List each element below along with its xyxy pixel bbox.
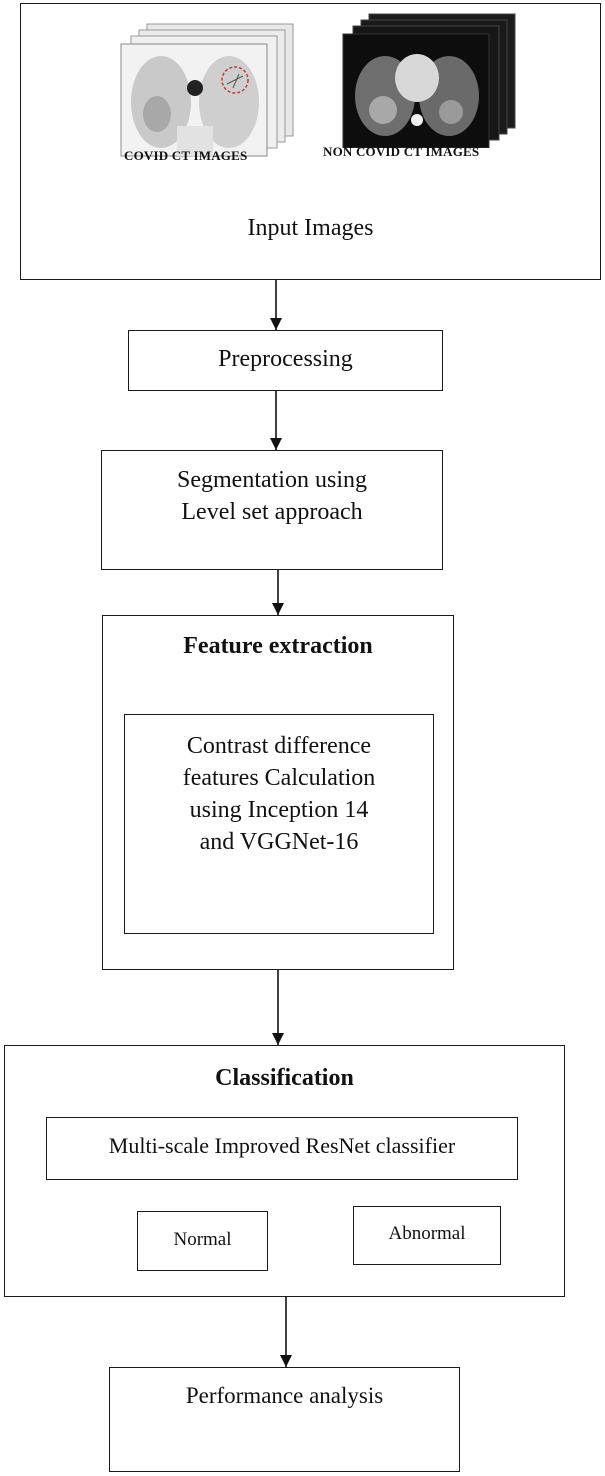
feature-extraction-title: Feature extraction (183, 633, 373, 659)
segmentation-box: Segmentation using Level set approach (101, 450, 443, 570)
contrast-features-box: Contrast difference features Calculation… (124, 714, 434, 934)
classification-title: Classification (215, 1065, 354, 1091)
abnormal-output-box: Abnormal (353, 1206, 501, 1265)
performance-analysis-box: Performance analysis (109, 1367, 460, 1472)
classification-box: Classification Multi-scale Improved ResN… (4, 1045, 565, 1297)
contrast-line-4: and VGGNet-16 (199, 829, 359, 855)
normal-label: Normal (173, 1229, 232, 1250)
feature-extraction-box: Feature extraction Contrast difference f… (102, 615, 454, 970)
covid-ct-label: COVID CT IMAGES (124, 148, 248, 163)
contrast-line-1: Contrast difference (186, 733, 372, 759)
segmentation-line-1: Segmentation using (177, 467, 367, 493)
covid-ct-image-stack (120, 23, 294, 157)
segmentation-line-2: Level set approach (181, 499, 363, 525)
abnormal-label: Abnormal (388, 1223, 466, 1244)
noncovid-ct-label: NON COVID CT IMAGES (323, 144, 480, 159)
resnet-classifier-box: Multi-scale Improved ResNet classifier (46, 1117, 518, 1180)
preprocessing-box: Preprocessing (128, 330, 443, 391)
input-images-box: COVID CT IMAGES NON COVID CT IMAGES Inpu… (20, 3, 601, 280)
performance-analysis-title: Performance analysis (185, 1383, 384, 1408)
input-images-title: Input Images (247, 215, 374, 241)
preprocessing-title: Preprocessing (218, 346, 353, 372)
normal-output-box: Normal (137, 1211, 268, 1271)
noncovid-ct-image-stack (342, 13, 516, 148)
contrast-line-2: features Calculation (182, 765, 376, 791)
contrast-line-3: using Inception 14 (189, 797, 369, 823)
resnet-classifier-label: Multi-scale Improved ResNet classifier (108, 1133, 456, 1158)
